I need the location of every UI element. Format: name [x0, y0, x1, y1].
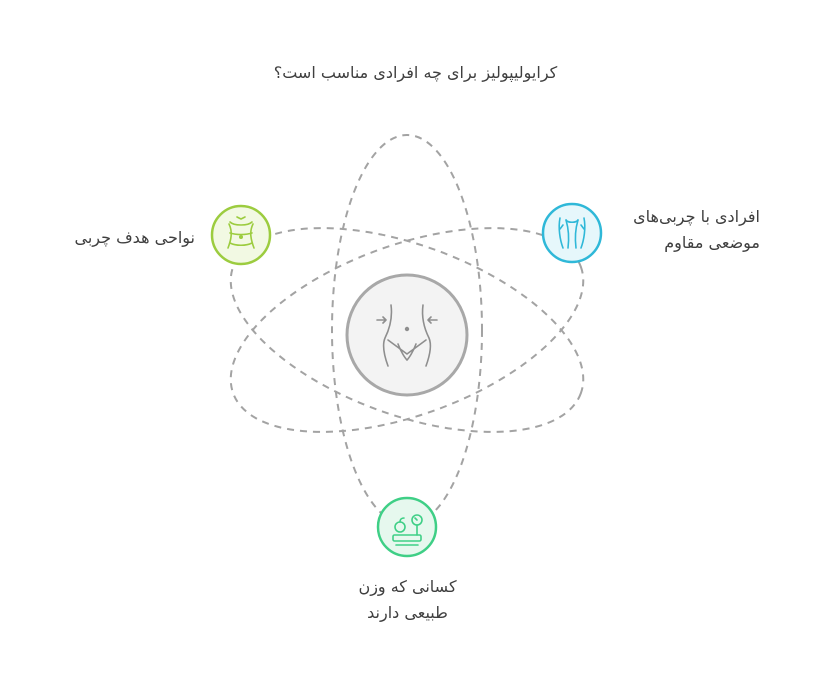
node-bottom-label-line1: کسانی که وزن: [358, 577, 457, 596]
orbit-left-tilted: [229, 227, 585, 433]
orbit-right-tilted: [229, 227, 585, 433]
node-left: [210, 204, 272, 266]
node-right-label: افرادی با چربی‌های موضعی مقاوم: [560, 204, 760, 256]
diagram-title: کرایولیپولیز برای چه افرادی مناسب است؟: [273, 63, 558, 82]
center-node: [345, 273, 469, 397]
belly-fat-icon: [227, 216, 255, 249]
node-bottom: [376, 496, 438, 558]
thighs-icon: [558, 217, 586, 249]
node-bottom-label: کسانی که وزن طبیعی دارند: [300, 574, 515, 626]
node-right: [541, 202, 603, 264]
node-right-label-line2: موضعی مقاوم: [664, 233, 760, 252]
node-right-label-line1: افرادی با چربی‌های: [633, 207, 760, 226]
node-bottom-label-line2: طبیعی دارند: [367, 603, 448, 622]
waist-body-icon: [376, 304, 438, 367]
node-left-label-text: نواحی هدف چربی: [74, 228, 196, 247]
node-left-label: نواحی هدف چربی: [20, 225, 196, 251]
scale-apple-icon: [392, 514, 423, 546]
